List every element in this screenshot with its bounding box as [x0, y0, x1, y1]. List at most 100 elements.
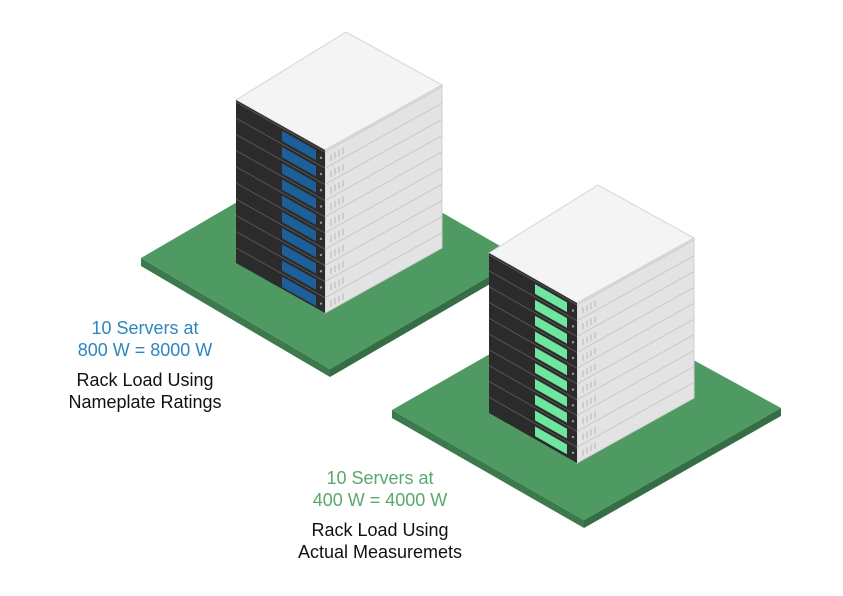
- server-unit-divider: [488, 301, 578, 353]
- server-unit-indicator: [535, 378, 567, 407]
- caption-nameplate: 10 Servers at 800 W = 8000 W Rack Load U…: [40, 318, 250, 414]
- server-unit-indicator: [282, 211, 316, 242]
- platform-side: [141, 258, 330, 377]
- rack-side-panel-line: [324, 199, 443, 266]
- server-unit-indicator: [535, 331, 567, 360]
- server-status-led: [571, 309, 575, 312]
- rack-load-label: Rack Load Using Nameplate Ratings: [40, 370, 250, 414]
- rack-side-panel-line: [576, 318, 695, 385]
- rack-side-panel-line: [324, 151, 443, 218]
- server-status-led: [571, 451, 575, 455]
- server-status-led: [571, 404, 575, 407]
- server-unit-divider: [235, 166, 326, 218]
- server-unit-indicator: [282, 163, 316, 193]
- rack-side-panel-line: [324, 102, 443, 169]
- rack-side-panel-line: [576, 239, 695, 306]
- server-status-led: [319, 205, 323, 208]
- label-line: Rack Load Using: [76, 369, 214, 390]
- server-unit-divider: [235, 101, 326, 153]
- server-unit-indicator: [282, 130, 316, 161]
- label-line: Nameplate Ratings: [68, 391, 222, 412]
- rack-side-panel-line: [324, 167, 443, 234]
- server-status-led: [571, 356, 575, 360]
- server-unit-indicator: [535, 363, 567, 392]
- server-unit-divider: [235, 247, 326, 299]
- platform-side: [330, 258, 521, 377]
- server-unit-divider: [235, 214, 326, 266]
- server-status-led: [319, 270, 323, 273]
- server-status-led: [571, 435, 575, 439]
- server-unit-divider: [488, 396, 578, 448]
- server-unit-divider: [235, 117, 326, 169]
- rack-side-panel-line: [324, 216, 443, 283]
- server-status-led: [319, 253, 323, 257]
- calc-line: 400 W = 4000 W: [312, 489, 448, 510]
- server-status-led: [319, 237, 323, 241]
- server-unit-divider: [235, 182, 326, 234]
- server-unit-divider: [488, 317, 578, 369]
- server-status-led: [319, 156, 323, 160]
- calc-line: 10 Servers at: [91, 318, 199, 338]
- server-status-led: [319, 172, 323, 176]
- rack-side-panel-line: [576, 302, 695, 369]
- rack-side-panel-line: [576, 334, 695, 401]
- server-unit-divider: [488, 270, 578, 322]
- server-unit-divider: [488, 349, 578, 401]
- server-unit-divider: [235, 198, 326, 250]
- server-unit-divider: [488, 333, 578, 385]
- server-unit-divider: [235, 231, 326, 283]
- server-unit-indicator: [535, 347, 567, 376]
- rack-measured: [488, 184, 696, 464]
- server-status-led: [571, 420, 575, 423]
- server-unit-divider: [488, 254, 578, 306]
- server-status-led: [319, 189, 323, 192]
- rack-side-panel-line: [576, 350, 695, 417]
- rack-side-panel-line: [324, 86, 443, 153]
- rack-side-panel-line: [576, 381, 695, 448]
- rack-side-panel-line: [324, 183, 443, 250]
- server-unit-indicator: [282, 260, 316, 290]
- server-unit-divider: [235, 133, 326, 185]
- rack-load-label: Rack Load Using Actual Measuremets: [275, 520, 485, 564]
- caption-measured: 10 Servers at 400 W = 4000 W Rack Load U…: [275, 468, 485, 564]
- server-units-measured: [488, 239, 695, 456]
- server-unit-indicator: [535, 315, 567, 344]
- rack-side-panel-line: [576, 255, 695, 322]
- server-unit-indicator: [282, 147, 316, 177]
- server-status-led: [319, 302, 323, 305]
- rack-side-panel-line: [324, 118, 443, 185]
- server-unit-divider: [488, 286, 578, 338]
- server-unit-indicator: [535, 299, 567, 328]
- server-status-led: [571, 325, 575, 328]
- server-unit-indicator: [282, 244, 316, 274]
- server-unit-indicator: [282, 276, 316, 306]
- calc-line: 800 W = 8000 W: [77, 339, 213, 360]
- label-line: Rack Load Using: [311, 519, 449, 540]
- server-status-led: [571, 341, 575, 344]
- server-unit-indicator: [535, 426, 567, 455]
- server-unit-indicator: [535, 284, 567, 313]
- server-status-led: [571, 372, 575, 376]
- server-unit-indicator: [535, 394, 567, 423]
- server-unit-divider: [235, 150, 326, 202]
- server-unit-indicator: [282, 195, 316, 225]
- platform-side: [392, 410, 584, 528]
- rack-side-panel-line: [576, 271, 695, 338]
- server-unit-indicator: [282, 179, 316, 209]
- server-status-led: [319, 286, 323, 289]
- server-units-nameplate: [235, 86, 443, 307]
- server-unit-indicator: [282, 228, 316, 258]
- server-unit-indicator: [535, 410, 567, 439]
- label-line: Actual Measuremets: [297, 541, 463, 562]
- server-status-led: [571, 388, 575, 391]
- platform-side: [584, 408, 781, 528]
- server-unit-divider: [488, 365, 578, 417]
- server-status-led: [319, 221, 323, 224]
- rack-side-panel-line: [324, 232, 443, 299]
- rack-side-panel-line: [324, 135, 443, 202]
- calc-line: 10 Servers at: [326, 468, 434, 488]
- rack-nameplate: [235, 31, 444, 314]
- rack-side-panel-line: [576, 365, 695, 432]
- rack-side-panel-line: [576, 286, 695, 353]
